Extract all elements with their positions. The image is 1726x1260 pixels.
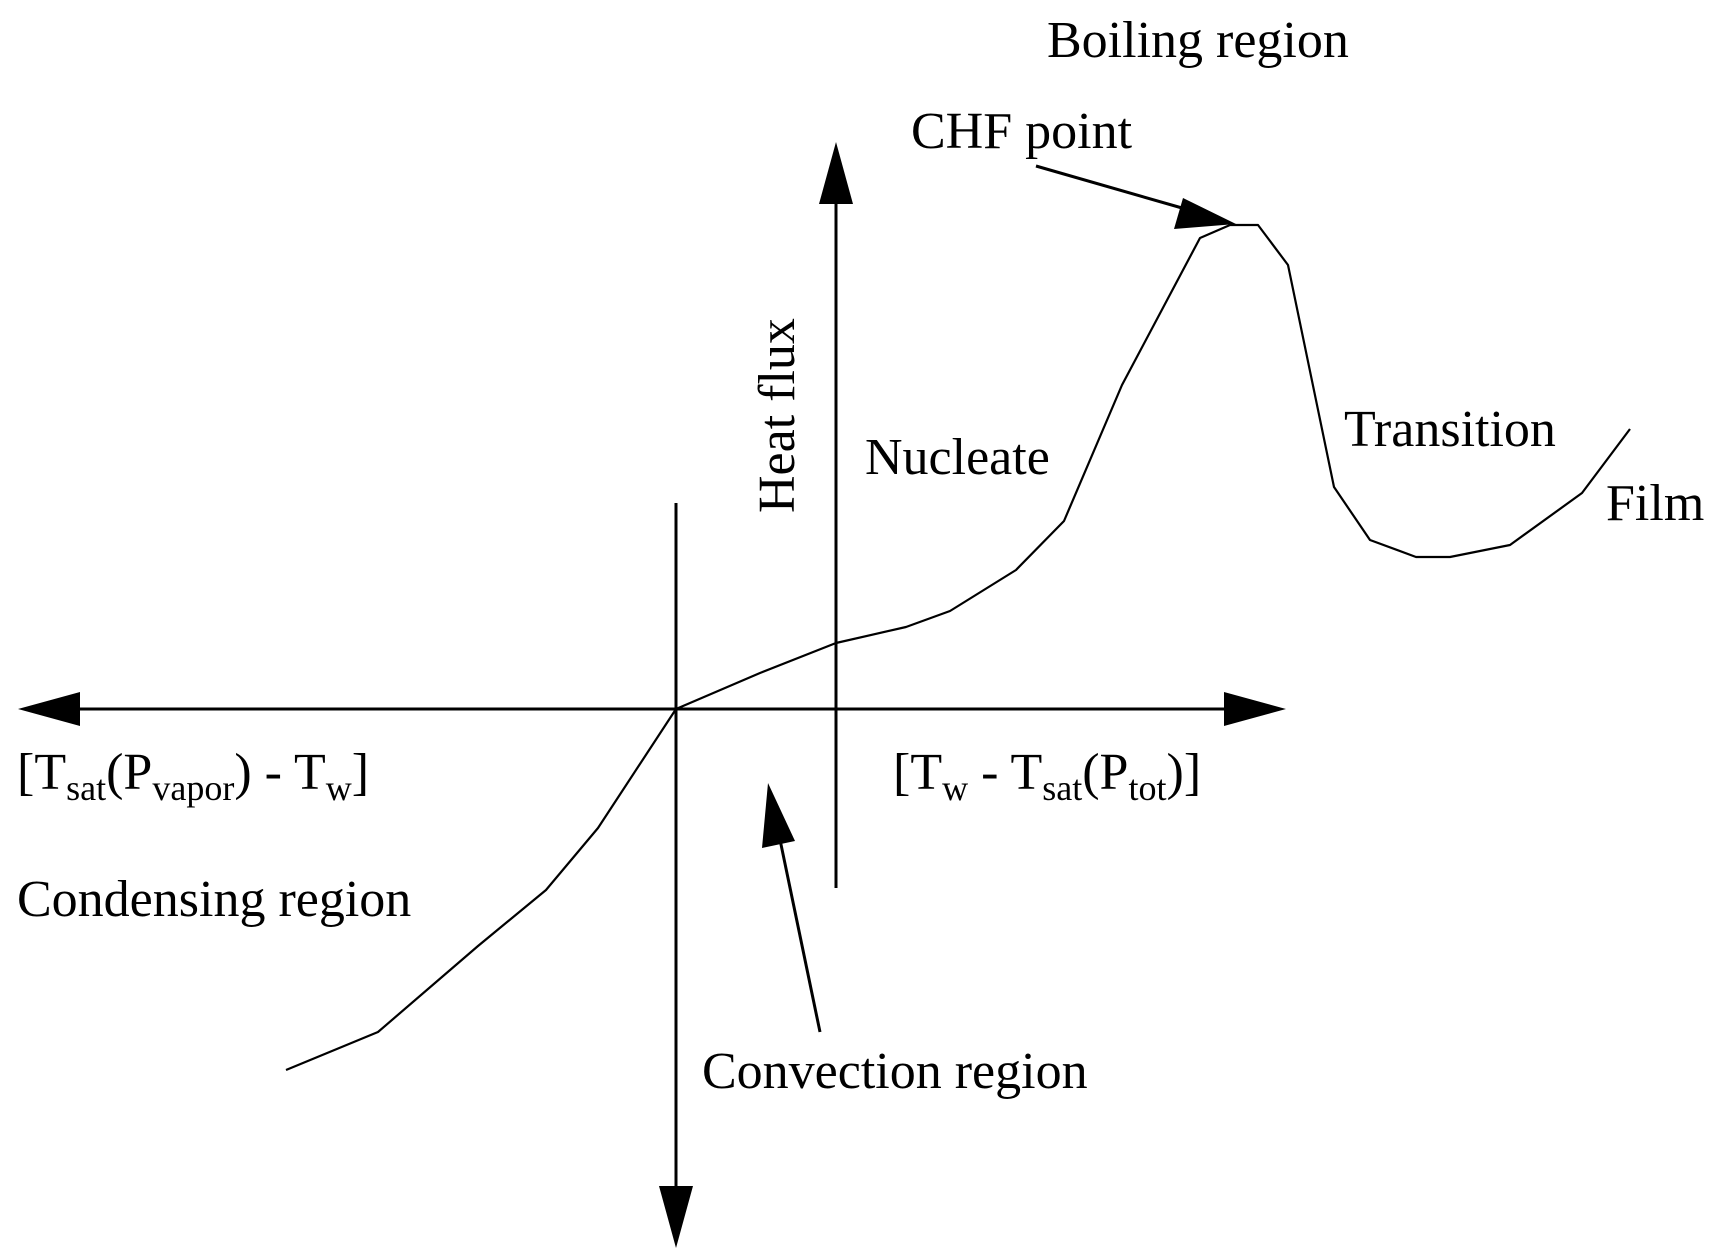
chf-pointer-line (1035, 164, 1197, 214)
convection-pointer-line (776, 829, 822, 1033)
left-axis-label-close: ] (352, 744, 369, 801)
down-arrowhead (659, 1186, 693, 1248)
right-axis-label-mid1: - T (968, 744, 1042, 801)
left-axis-label-mid2: ) - T (234, 744, 325, 801)
right-axis-label: [Tw - Tsat(Ptot)] (893, 744, 1201, 808)
right-axis-label-mid2: (P (1082, 744, 1128, 801)
nucleate-label: Nucleate (865, 429, 1050, 486)
right-axis-label-sub-w: w (942, 768, 968, 808)
chf-pointer-arrowhead (1174, 198, 1236, 229)
chf-point-label: CHF point (911, 103, 1133, 160)
convection-region-label: Convection region (702, 1043, 1088, 1100)
right-axis-label-sub-sat: sat (1042, 768, 1082, 808)
up-arrowhead (819, 142, 853, 204)
right-arrowhead (1224, 692, 1286, 726)
left-axis-label-mid1: (P (106, 744, 152, 801)
left-axis-label-sub-vapor: vapor (152, 768, 234, 808)
convection-pointer-arrowhead (762, 783, 795, 848)
left-axis-label-open: [T (17, 744, 66, 801)
left-axis-label-sub-w: w (326, 768, 352, 808)
right-axis-label-close: )] (1167, 744, 1202, 801)
condensing-region-label: Condensing region (17, 871, 411, 928)
boiling-curve (285, 223, 1631, 1072)
left-arrowhead (18, 692, 80, 726)
left-axis-label: [Tsat(Pvapor) - Tw] (17, 744, 369, 808)
right-axis-label-open: [T (893, 744, 942, 801)
heat-flux-label: Heat flux (749, 318, 806, 513)
left-axis-label-sub-sat: sat (66, 768, 106, 808)
right-axis-label-sub-tot: tot (1128, 768, 1166, 808)
transition-label: Transition (1344, 401, 1556, 458)
film-label: Film (1606, 475, 1704, 532)
boiling-region-label: Boiling region (1047, 12, 1349, 69)
